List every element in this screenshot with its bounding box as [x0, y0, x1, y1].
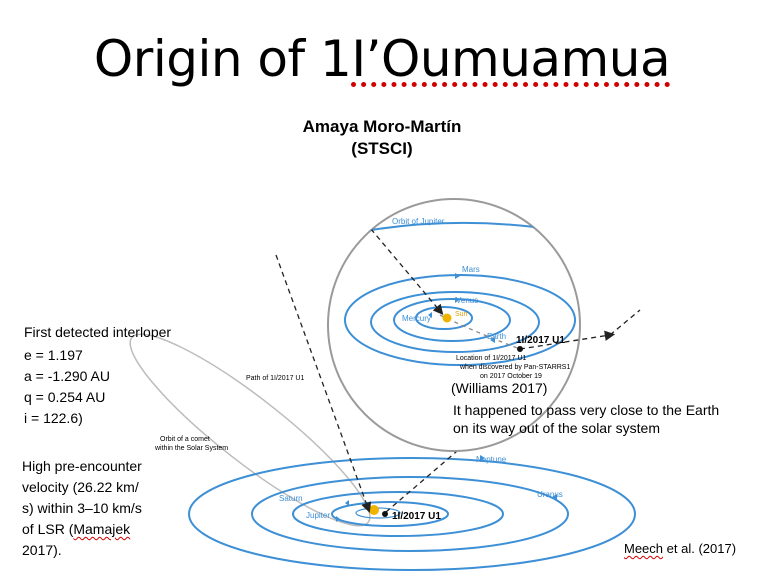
label-location-2: when discovered by Pan-STARRS1 [459, 364, 570, 371]
orbital-params: e = 1.197 a = -1.290 AU q = 0.254 AU i =… [24, 345, 110, 429]
pass-note-line-1: It happened to pass very close to the Ea… [453, 402, 720, 418]
label-mars: Mars [462, 265, 480, 274]
zoom-outgoing-path [519, 330, 616, 350]
velocity-line-4: of LSR (Mamajek [22, 519, 142, 540]
object-dot-lower [382, 511, 388, 517]
jupiter-orbit [331, 501, 449, 527]
credit: Meech et al. (2017) [624, 541, 736, 556]
param-e: e = 1.197 [24, 347, 83, 363]
title-name: I’Oumuamua [351, 30, 671, 88]
velocity-line-3: s) within 3–10 km/s [22, 500, 142, 516]
author-affiliation: (STSCI) [351, 139, 413, 158]
velocity-line-1: High pre-encounter [22, 458, 142, 474]
uranus-orbit [251, 476, 569, 552]
label-location-3: on 2017 October 19 [480, 373, 542, 380]
mars-orbit [344, 274, 576, 366]
param-a: a = -1.290 AU [24, 368, 111, 384]
interloper-heading: First detected interloper [24, 324, 172, 340]
label-earth: Earth [487, 332, 506, 341]
object-dot-upper [517, 346, 523, 352]
title-prefix: Origin of 1 [93, 30, 352, 88]
outgoing-path [385, 436, 474, 513]
label-object-lower: 1I/2017 U1 [392, 511, 441, 522]
zoom-exit-path [609, 309, 641, 336]
label-jupiter: Jupiter [306, 511, 330, 520]
velocity-line-2: velocity (26.22 km/ [22, 479, 139, 495]
pass-note-line-2: on its way out of the solar system [453, 420, 660, 436]
param-q: q = 0.254 AU [24, 389, 106, 405]
label-location-1: Location of 1I/2017 U1 [456, 355, 527, 362]
earth-orbit [370, 291, 540, 353]
label-sun: Sun [455, 311, 468, 318]
lsr-author: Mamajek [73, 521, 131, 537]
williams-note: (Williams 2017) [451, 380, 548, 396]
zoom-circle [327, 198, 581, 452]
venus-orbit [393, 298, 511, 342]
sun-lower [369, 505, 379, 515]
label-mercury: Mercury [402, 314, 431, 323]
label-neptune: Neptune [476, 455, 507, 464]
label-venus: Venus [456, 296, 478, 305]
mercury-orbit [415, 306, 473, 330]
neptune-orbit [188, 457, 636, 571]
param-i: i = 122.6) [24, 410, 83, 426]
lsr-prefix: of LSR ( [22, 521, 74, 537]
credit-rest: et al. (2017) [663, 541, 737, 556]
label-saturn: Saturn [279, 494, 303, 503]
label-comet-1: Orbit of a comet [160, 436, 210, 443]
credit-author: Meech [624, 541, 664, 556]
sun-upper [442, 313, 452, 323]
label-uranus: Uranus [537, 490, 563, 499]
comet-orbit [129, 333, 371, 527]
label-comet-2: within the Solar System [154, 445, 228, 452]
velocity-note: High pre-encounter velocity (26.22 km/ s… [22, 456, 142, 561]
label-orbit-jupiter: Orbit of Jupiter [392, 217, 445, 226]
label-path: Path of 1I/2017 U1 [246, 375, 304, 382]
saturn-orbit [292, 491, 504, 537]
lsr-year: 2017). [22, 542, 62, 558]
author-name: Amaya Moro-Martín [302, 117, 462, 136]
slide-title: Origin of 1I’Oumuamua [0, 30, 764, 88]
zoom-incoming-path [364, 221, 444, 315]
label-object-upper: 1I/2017 U1 [516, 335, 565, 346]
